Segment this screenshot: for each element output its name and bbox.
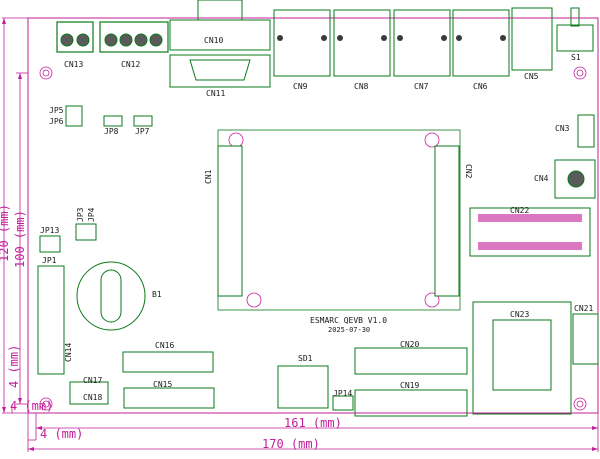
label-cn5: CN5 bbox=[524, 72, 539, 81]
label-cn6: CN6 bbox=[473, 82, 488, 91]
cn12-terminal bbox=[99, 21, 169, 53]
label-s1: S1 bbox=[571, 53, 581, 62]
cn5-usb bbox=[511, 7, 553, 71]
cn16-header bbox=[122, 351, 214, 373]
label-cn9: CN9 bbox=[293, 82, 308, 91]
label-jp8: JP8 bbox=[104, 127, 119, 136]
label-cn13: CN13 bbox=[64, 60, 84, 69]
cn22-m2 bbox=[469, 207, 591, 257]
label-cn1: CN1 bbox=[204, 169, 213, 184]
label-cn7: CN7 bbox=[414, 82, 429, 91]
dim-height-inner: 100 (mm) bbox=[13, 210, 27, 268]
label-jp5: JP5 bbox=[49, 106, 64, 115]
cn10-db9 bbox=[169, 0, 271, 88]
label-cn11: CN11 bbox=[206, 89, 226, 98]
label-cn18: CN18 bbox=[83, 393, 103, 402]
label-b1: B1 bbox=[152, 290, 162, 299]
label-cn8: CN8 bbox=[354, 82, 369, 91]
label-sd1: SD1 bbox=[298, 354, 313, 363]
s1-switch bbox=[556, 7, 594, 52]
label-jp1: JP1 bbox=[42, 256, 57, 265]
label-cn19: CN19 bbox=[400, 381, 420, 390]
b1-battery bbox=[76, 261, 146, 331]
label-cn23: CN23 bbox=[510, 310, 530, 319]
label-board-title: ESMARC QEVB V1.0 bbox=[310, 316, 388, 325]
label-cn17: CN17 bbox=[83, 376, 103, 385]
label-jp14: JP14 bbox=[333, 389, 353, 398]
label-cn3: CN3 bbox=[555, 124, 570, 133]
label-jp6: JP6 bbox=[49, 117, 64, 126]
label-cn10: CN10 bbox=[204, 36, 224, 45]
cn13-terminal bbox=[56, 21, 94, 53]
cn15-fpc bbox=[123, 387, 215, 409]
dim-left-small: 4 (mm) bbox=[7, 344, 21, 388]
board-outline bbox=[27, 17, 599, 414]
cn21-header bbox=[572, 313, 599, 365]
cn2-header bbox=[434, 145, 460, 297]
label-jp13: JP13 bbox=[40, 226, 60, 235]
module-outline bbox=[217, 129, 461, 311]
label-cn14: CN14 bbox=[64, 342, 73, 362]
dim-bottom-offset: 4 (mm) bbox=[10, 399, 54, 413]
label-jp4: JP4 bbox=[87, 207, 96, 222]
cn23-sim bbox=[472, 301, 572, 415]
dimension-arrows bbox=[2, 18, 598, 451]
cn3-header bbox=[577, 114, 595, 148]
rj45-ports bbox=[273, 9, 510, 77]
label-cn21: CN21 bbox=[574, 304, 594, 313]
label-cn22: CN22 bbox=[510, 206, 530, 215]
label-jp3: JP3 bbox=[76, 207, 85, 222]
dim-width-total: 170 (mm) bbox=[262, 437, 320, 451]
cn19-header bbox=[354, 389, 468, 417]
label-cn2: CN2 bbox=[464, 164, 473, 179]
label-cn16: CN16 bbox=[155, 341, 175, 350]
dimension-lines bbox=[2, 17, 599, 452]
label-cn20: CN20 bbox=[400, 340, 420, 349]
cn4-dcjack bbox=[554, 159, 596, 199]
mounting-holes bbox=[39, 66, 587, 411]
cn14-header bbox=[37, 265, 65, 375]
label-cn12: CN12 bbox=[121, 60, 141, 69]
label-jp7: JP7 bbox=[135, 127, 150, 136]
dim-left-offset: 4 (mm) bbox=[40, 427, 84, 441]
dim-width-inner: 161 (mm) bbox=[284, 416, 342, 430]
dim-height-total: 120 (mm) bbox=[0, 204, 11, 262]
sd1-slot bbox=[277, 365, 329, 409]
label-cn15: CN15 bbox=[153, 380, 173, 389]
label-board-date: 2025-07-30 bbox=[328, 326, 371, 334]
label-cn4: CN4 bbox=[534, 174, 549, 183]
cn1-header bbox=[217, 145, 243, 297]
cn20-header bbox=[354, 347, 468, 375]
jumper-blocks bbox=[39, 105, 354, 411]
rj45-pins bbox=[277, 35, 506, 41]
